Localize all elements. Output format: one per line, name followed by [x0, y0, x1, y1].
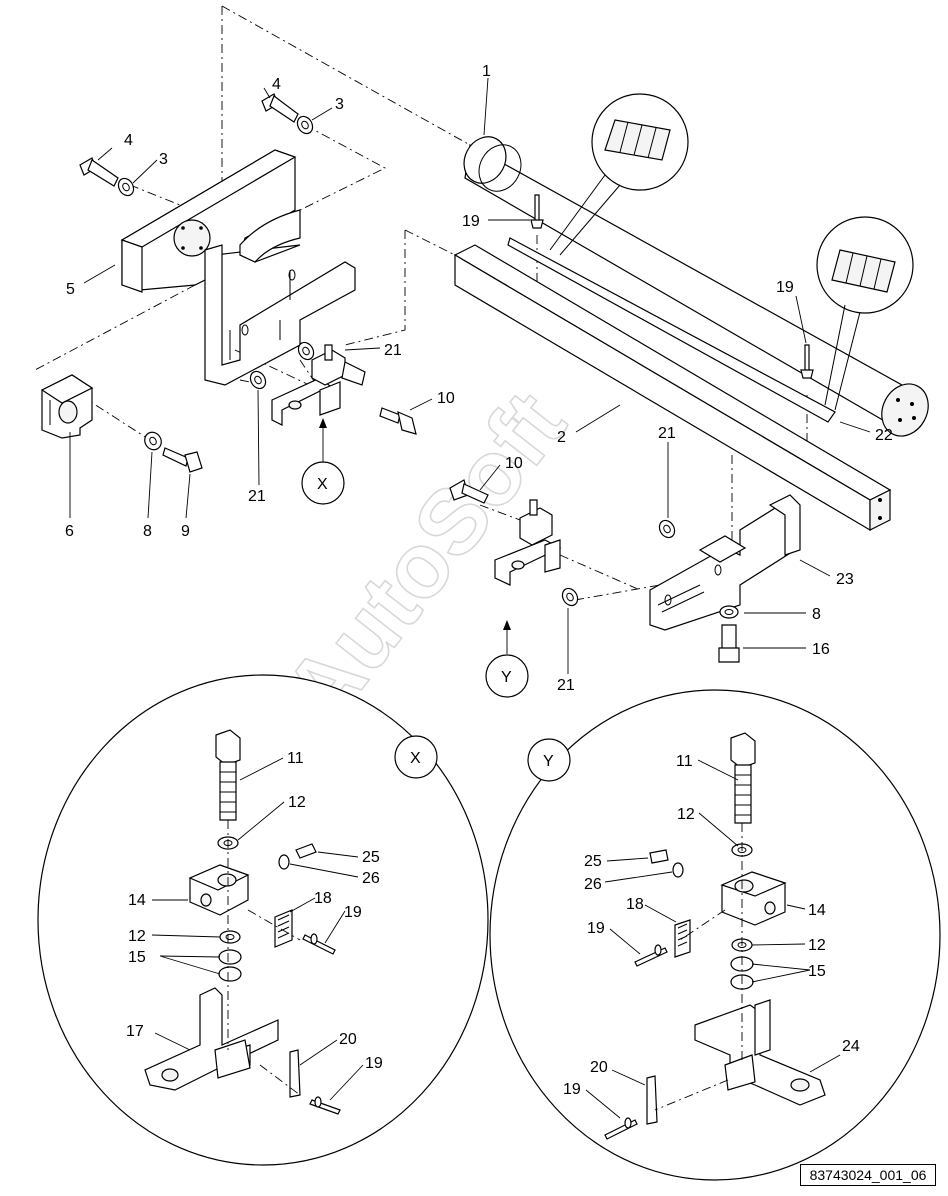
y-label-20: 20: [590, 1059, 608, 1076]
y-label-25: 25: [584, 853, 602, 870]
pin-part-19-b: [800, 344, 814, 379]
y-label-19-b: 19: [563, 1081, 581, 1098]
label-19-b: 19: [776, 279, 794, 296]
beam-part-2: [453, 244, 892, 532]
label-10-a: 10: [437, 390, 455, 407]
label-21-c: 21: [658, 425, 676, 442]
x-label-11: 11: [287, 750, 304, 767]
clamp-assembly-x-small: [271, 344, 366, 426]
label-22: 22: [875, 427, 893, 444]
y-label-18: 18: [626, 896, 644, 913]
label-x-marker: X: [317, 476, 328, 493]
screw-part-10-a: [379, 407, 417, 435]
scale-detail-callout-2: [816, 216, 914, 411]
x-label-14: 14: [128, 892, 146, 909]
label-21-b: 21: [248, 488, 266, 505]
washer-part-8-a: [144, 431, 162, 451]
detail-marker-y: [485, 654, 529, 698]
detail-x-title: X: [410, 750, 421, 767]
x-label-20: 20: [339, 1031, 357, 1048]
washer-part-21-b: [249, 370, 267, 390]
scale-strip-part-22: [507, 237, 836, 423]
label-6: 6: [65, 523, 74, 540]
label-21-d: 21: [557, 677, 575, 694]
detail-y-title: Y: [543, 753, 554, 770]
label-1: 1: [482, 63, 491, 80]
washer-part-21-d: [561, 587, 579, 607]
x-label-15: 15: [128, 949, 146, 966]
label-y-marker: Y: [501, 669, 512, 686]
bracket-part-23: [649, 494, 801, 631]
clamp-assembly-y-small: [494, 499, 562, 586]
detail-marker-x: [301, 461, 345, 505]
y-label-24: 24: [842, 1038, 860, 1055]
label-5: 5: [66, 281, 75, 298]
x-label-18: 18: [314, 890, 332, 907]
assembly-lines: [34, 5, 808, 601]
y-label-15: 15: [808, 963, 826, 980]
part-labels: 1 2 3 3 4 4 5 6 8 8 9 10 10 16 19 19 21 …: [65, 63, 893, 1098]
arrow-x-head: [319, 418, 327, 428]
washer-part-3-a: [117, 177, 135, 197]
label-16: 16: [812, 641, 830, 658]
y-label-11: 11: [676, 753, 693, 770]
bolt-part-4-a: [79, 157, 119, 187]
label-2: 2: [557, 429, 566, 446]
scale-detail-callout-1: [549, 93, 689, 256]
y-label-12-a: 12: [677, 806, 695, 823]
screw-part-10-b: [449, 479, 489, 504]
drawing-code: 83743024_001_06: [800, 1164, 936, 1186]
bracket-plate-part-5: [120, 149, 301, 293]
label-3-b: 3: [335, 96, 344, 113]
x-label-12-b: 12: [128, 928, 146, 945]
label-3-a: 3: [159, 151, 168, 168]
mounting-plate: [204, 244, 356, 386]
screw-part-16: [718, 624, 740, 663]
washer-part-21-a: [297, 341, 315, 361]
bolt-part-4-b: [261, 93, 299, 123]
y-label-14: 14: [808, 902, 826, 919]
arrow-y-head: [503, 620, 511, 630]
label-9: 9: [181, 523, 190, 540]
label-4-a: 4: [124, 132, 133, 149]
bolt-part-9: [162, 447, 203, 473]
label-21-a: 21: [384, 342, 402, 359]
x-label-17: 17: [126, 1023, 144, 1040]
x-label-19-a: 19: [344, 904, 362, 921]
label-10-b: 10: [505, 455, 523, 472]
y-label-26: 26: [584, 876, 602, 893]
leader-lines-main: [69, 77, 871, 674]
x-label-26: 26: [362, 870, 380, 887]
x-label-19-b: 19: [365, 1055, 383, 1072]
label-8-b: 8: [812, 606, 821, 623]
detail-x-view: [37, 674, 489, 1166]
washer-part-21-c: [658, 519, 676, 539]
label-4-b: 4: [272, 76, 281, 93]
washer-part-3-b: [296, 115, 314, 135]
clamp-block-part-6: [40, 374, 94, 439]
label-8-a: 8: [143, 523, 152, 540]
x-label-12-a: 12: [288, 794, 306, 811]
y-label-12-b: 12: [808, 937, 826, 954]
label-23: 23: [836, 571, 854, 588]
x-label-25: 25: [362, 849, 380, 866]
detail-y-view: [489, 689, 941, 1181]
y-label-19-a: 19: [587, 920, 605, 937]
pin-part-19-a: [530, 194, 544, 229]
washer-part-8-b: [719, 605, 739, 619]
label-19-a: 19: [462, 213, 480, 230]
